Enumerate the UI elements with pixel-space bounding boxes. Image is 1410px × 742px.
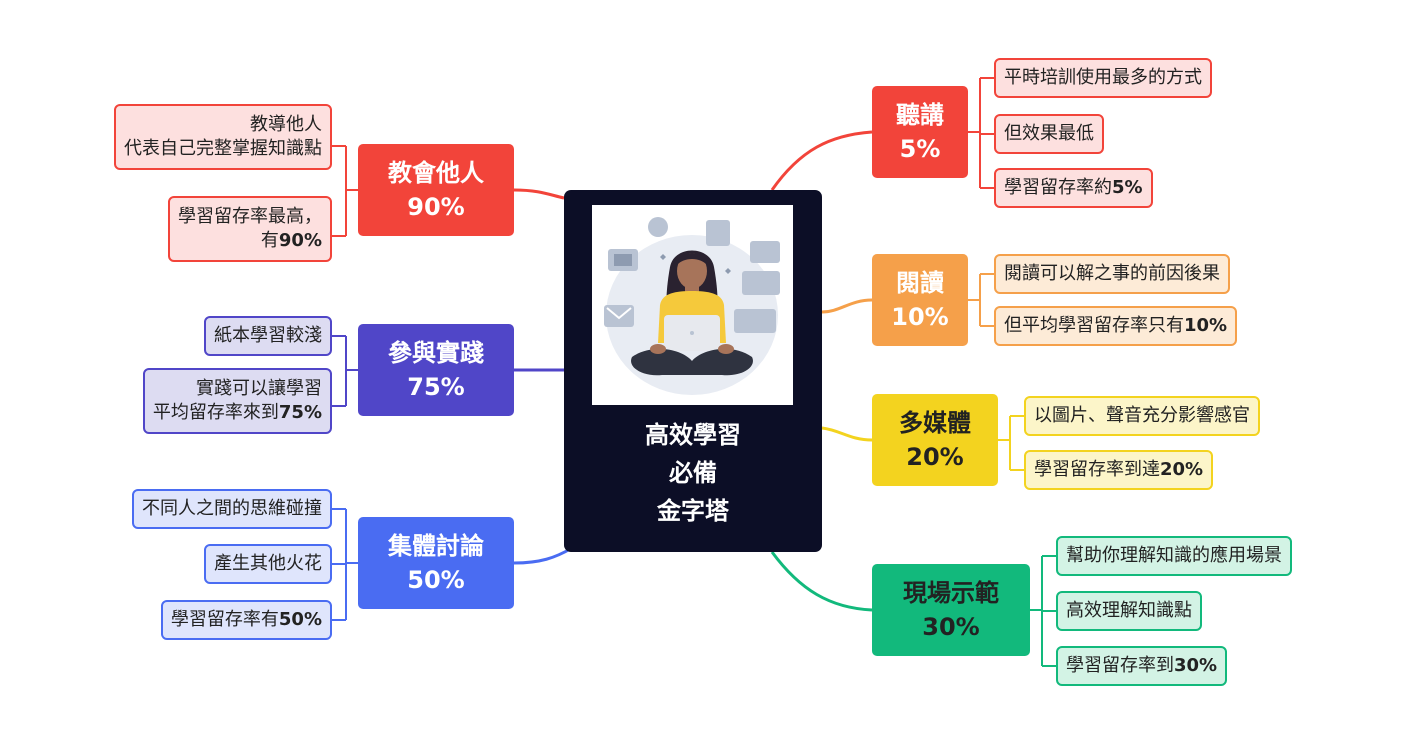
leaf-listen-2[interactable]: 但效果最低 [994,114,1104,154]
branch-read-title: 閱讀 [896,269,944,297]
branch-read[interactable]: 閱讀 10% [872,254,968,346]
branch-discuss-pct: 50% [407,566,465,594]
branch-teach-title: 教會他人 [388,159,484,187]
branch-practice-pct: 75% [407,373,465,401]
leaf-listen-1[interactable]: 平時培訓使用最多的方式 [994,58,1212,98]
leaf-demo-1[interactable]: 幫助你理解知識的應用場景 [1056,536,1292,576]
branch-demo[interactable]: 現場示範 30% [872,564,1030,656]
leaf-demo-2[interactable]: 高效理解知識點 [1056,591,1202,631]
learning-illustration [592,205,793,405]
leaf-text: 平時培訓使用最多的方式 [1004,67,1202,88]
leaf-text: 學習留存率有 [170,609,279,630]
leaf-text: 但效果最低 [1004,123,1094,144]
branch-listen-title: 聽講 [896,101,944,129]
central-topic-title: 高效學習 必備 金字塔 [564,416,822,530]
leaf-number: 90% [278,230,322,251]
leaf-text-line-2: 有90% [261,229,322,253]
branch-multimedia[interactable]: 多媒體 20% [872,394,998,486]
leaf-text: 但平均學習留存率只有 [1004,315,1184,336]
central-title-line-2: 必備 [669,459,717,487]
branch-multimedia-title: 多媒體 [899,409,971,437]
leaf-number: 75% [278,402,322,423]
leaf-discuss-1[interactable]: 不同人之間的思維碰撞 [132,489,332,529]
leaf-text-line-1: 實踐可以讓學習 [196,378,322,399]
branch-practice[interactable]: 參與實踐 75% [358,324,514,416]
leaf-text: 平均留存率來到 [152,402,279,423]
leaf-practice-1[interactable]: 紙本學習較淺 [204,316,332,356]
central-title-line-3: 金字塔 [657,497,729,525]
leaf-text: 閱讀可以解之事的前因後果 [1004,263,1220,284]
leaf-text-line-2: 平均留存率來到75% [153,401,322,425]
leaf-number: 20% [1160,459,1204,480]
leaf-text: 產生其他火花 [214,553,322,574]
leaf-teach-2[interactable]: 學習留存率最高， 有90% [168,196,332,262]
leaf-text: 高效理解知識點 [1066,600,1192,621]
central-title-line-1: 高效學習 [645,421,741,449]
leaf-text: 不同人之間的思維碰撞 [142,498,322,519]
leaf-practice-2[interactable]: 實踐可以讓學習 平均留存率來到75% [142,368,332,434]
leaf-text: 學習留存率約 [1004,177,1112,198]
leaf-number: 10% [1184,315,1228,336]
leaf-text: 以圖片、聲音充分影響感官 [1034,405,1250,426]
branch-demo-pct: 30% [922,613,980,641]
branch-discuss[interactable]: 集體討論 50% [358,517,514,609]
leaf-text: 有 [260,230,279,251]
central-topic[interactable]: 高效學習 必備 金字塔 [564,190,822,552]
branch-listen[interactable]: 聽講 5% [872,86,968,178]
leaf-number: 30% [1174,655,1218,676]
leaf-number: 50% [278,609,322,630]
branch-multimedia-pct: 20% [906,443,964,471]
branch-listen-pct: 5% [899,135,941,163]
branch-demo-title: 現場示範 [903,579,999,607]
leaf-number: 5% [1112,177,1143,198]
leaf-multimedia-1[interactable]: 以圖片、聲音充分影響感官 [1024,396,1260,436]
branch-teach[interactable]: 教會他人 90% [358,144,514,236]
branch-read-pct: 10% [891,303,949,331]
leaf-text-line-1: 學習留存率最高， [178,206,322,227]
branch-practice-title: 參與實踐 [388,339,484,367]
branch-teach-pct: 90% [407,193,465,221]
leaf-text: 紙本學習較淺 [214,325,322,346]
leaf-discuss-2[interactable]: 產生其他火花 [204,544,332,584]
leaf-text-line-1: 教導他人 [250,114,322,135]
leaf-text: 學習留存率到 [1066,655,1174,676]
leaf-teach-1[interactable]: 教導他人 代表自己完整掌握知識點 [114,104,332,170]
branch-discuss-title: 集體討論 [388,532,484,560]
leaf-text: 學習留存率到達 [1034,459,1160,480]
leaf-read-1[interactable]: 閱讀可以解之事的前因後果 [994,254,1230,294]
leaf-text: 幫助你理解知識的應用場景 [1066,545,1282,566]
leaf-text-line-2: 代表自己完整掌握知識點 [124,138,322,159]
